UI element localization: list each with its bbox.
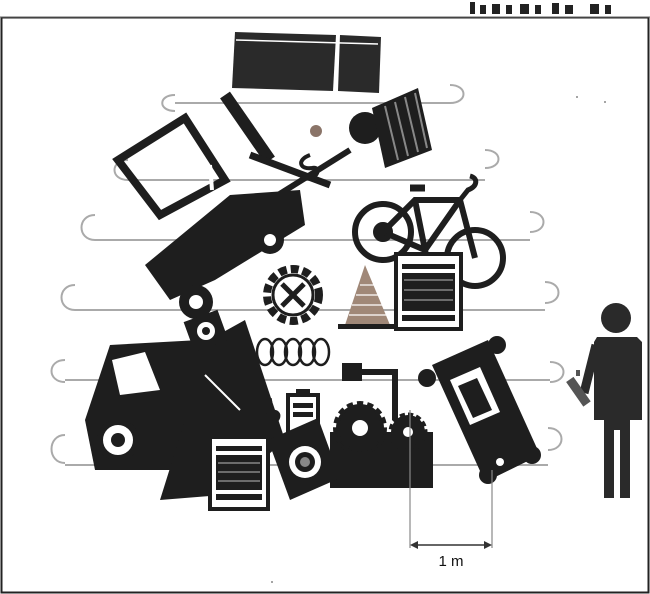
person-icon [566, 303, 642, 498]
scale-bar-label: 1 m [438, 553, 463, 570]
conveyor-line-3 [82, 212, 544, 240]
traffic-cone-icon [338, 265, 395, 329]
conveyor-belt-icon [232, 32, 381, 93]
car-top-view-icon [418, 336, 541, 484]
coil-icon [257, 339, 329, 365]
oven-icon-upper [396, 254, 461, 329]
oven-icon-lower [210, 437, 268, 509]
gear-wrench-icon [267, 269, 319, 321]
clipped-top-text [470, 2, 611, 14]
solar-panel-icon [349, 88, 432, 168]
gears-machine-icon [330, 404, 433, 488]
small-knob-icon [310, 125, 322, 137]
